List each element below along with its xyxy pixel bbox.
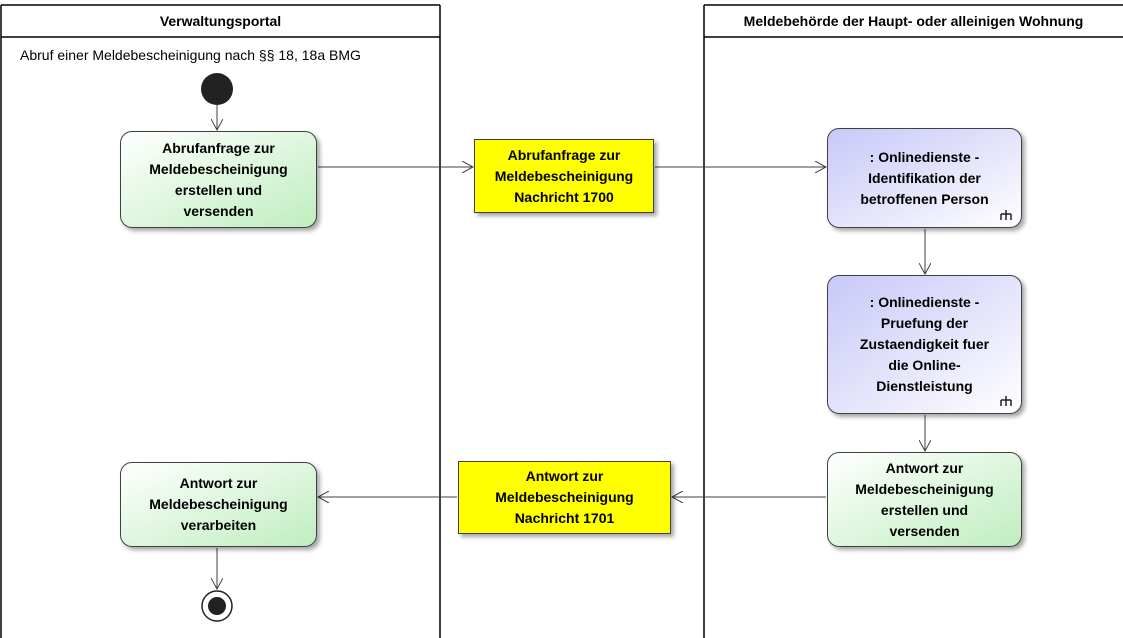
rake-icon [1000,210,1012,220]
lane-title-verwaltungsportal: Verwaltungsportal [159,13,282,29]
swimlane-frames [0,4,1123,638]
initial-node [201,73,233,105]
call-action-identifikation-label: : Onlinedienste - Identifikation der bet… [860,148,989,207]
call-action-identifikation: : Onlinedienste - Identifikation der bet… [827,128,1022,228]
action-antwort-erstellen: Antwort zur Meldebescheinigung erstellen… [827,452,1022,547]
action-abrufanfrage-erstellen: Abrufanfrage zur Meldebescheinigung erst… [120,131,317,228]
control-flows [217,105,925,589]
object-nachricht-1701: Antwort zur Meldebescheinigung Nachricht… [458,461,671,534]
lane-subtitle-abruf: Abruf einer Meldebescheinigung nach §§ 1… [20,47,361,63]
object-nachricht-1700: Abrufanfrage zur Meldebescheinigung Nach… [474,139,654,213]
rake-icon [1000,396,1012,406]
call-action-pruefung: : Onlinedienste - Pruefung der Zustaendi… [827,275,1022,414]
final-node [201,590,233,622]
action-antwort-verarbeiten: Antwort zur Meldebescheinigung verarbeit… [120,462,317,547]
call-action-pruefung-label: : Onlinedienste - Pruefung der Zustaendi… [859,294,990,394]
lane-title-meldebehoerde: Meldebehörde der Haupt- oder alleinigen … [743,13,1084,29]
